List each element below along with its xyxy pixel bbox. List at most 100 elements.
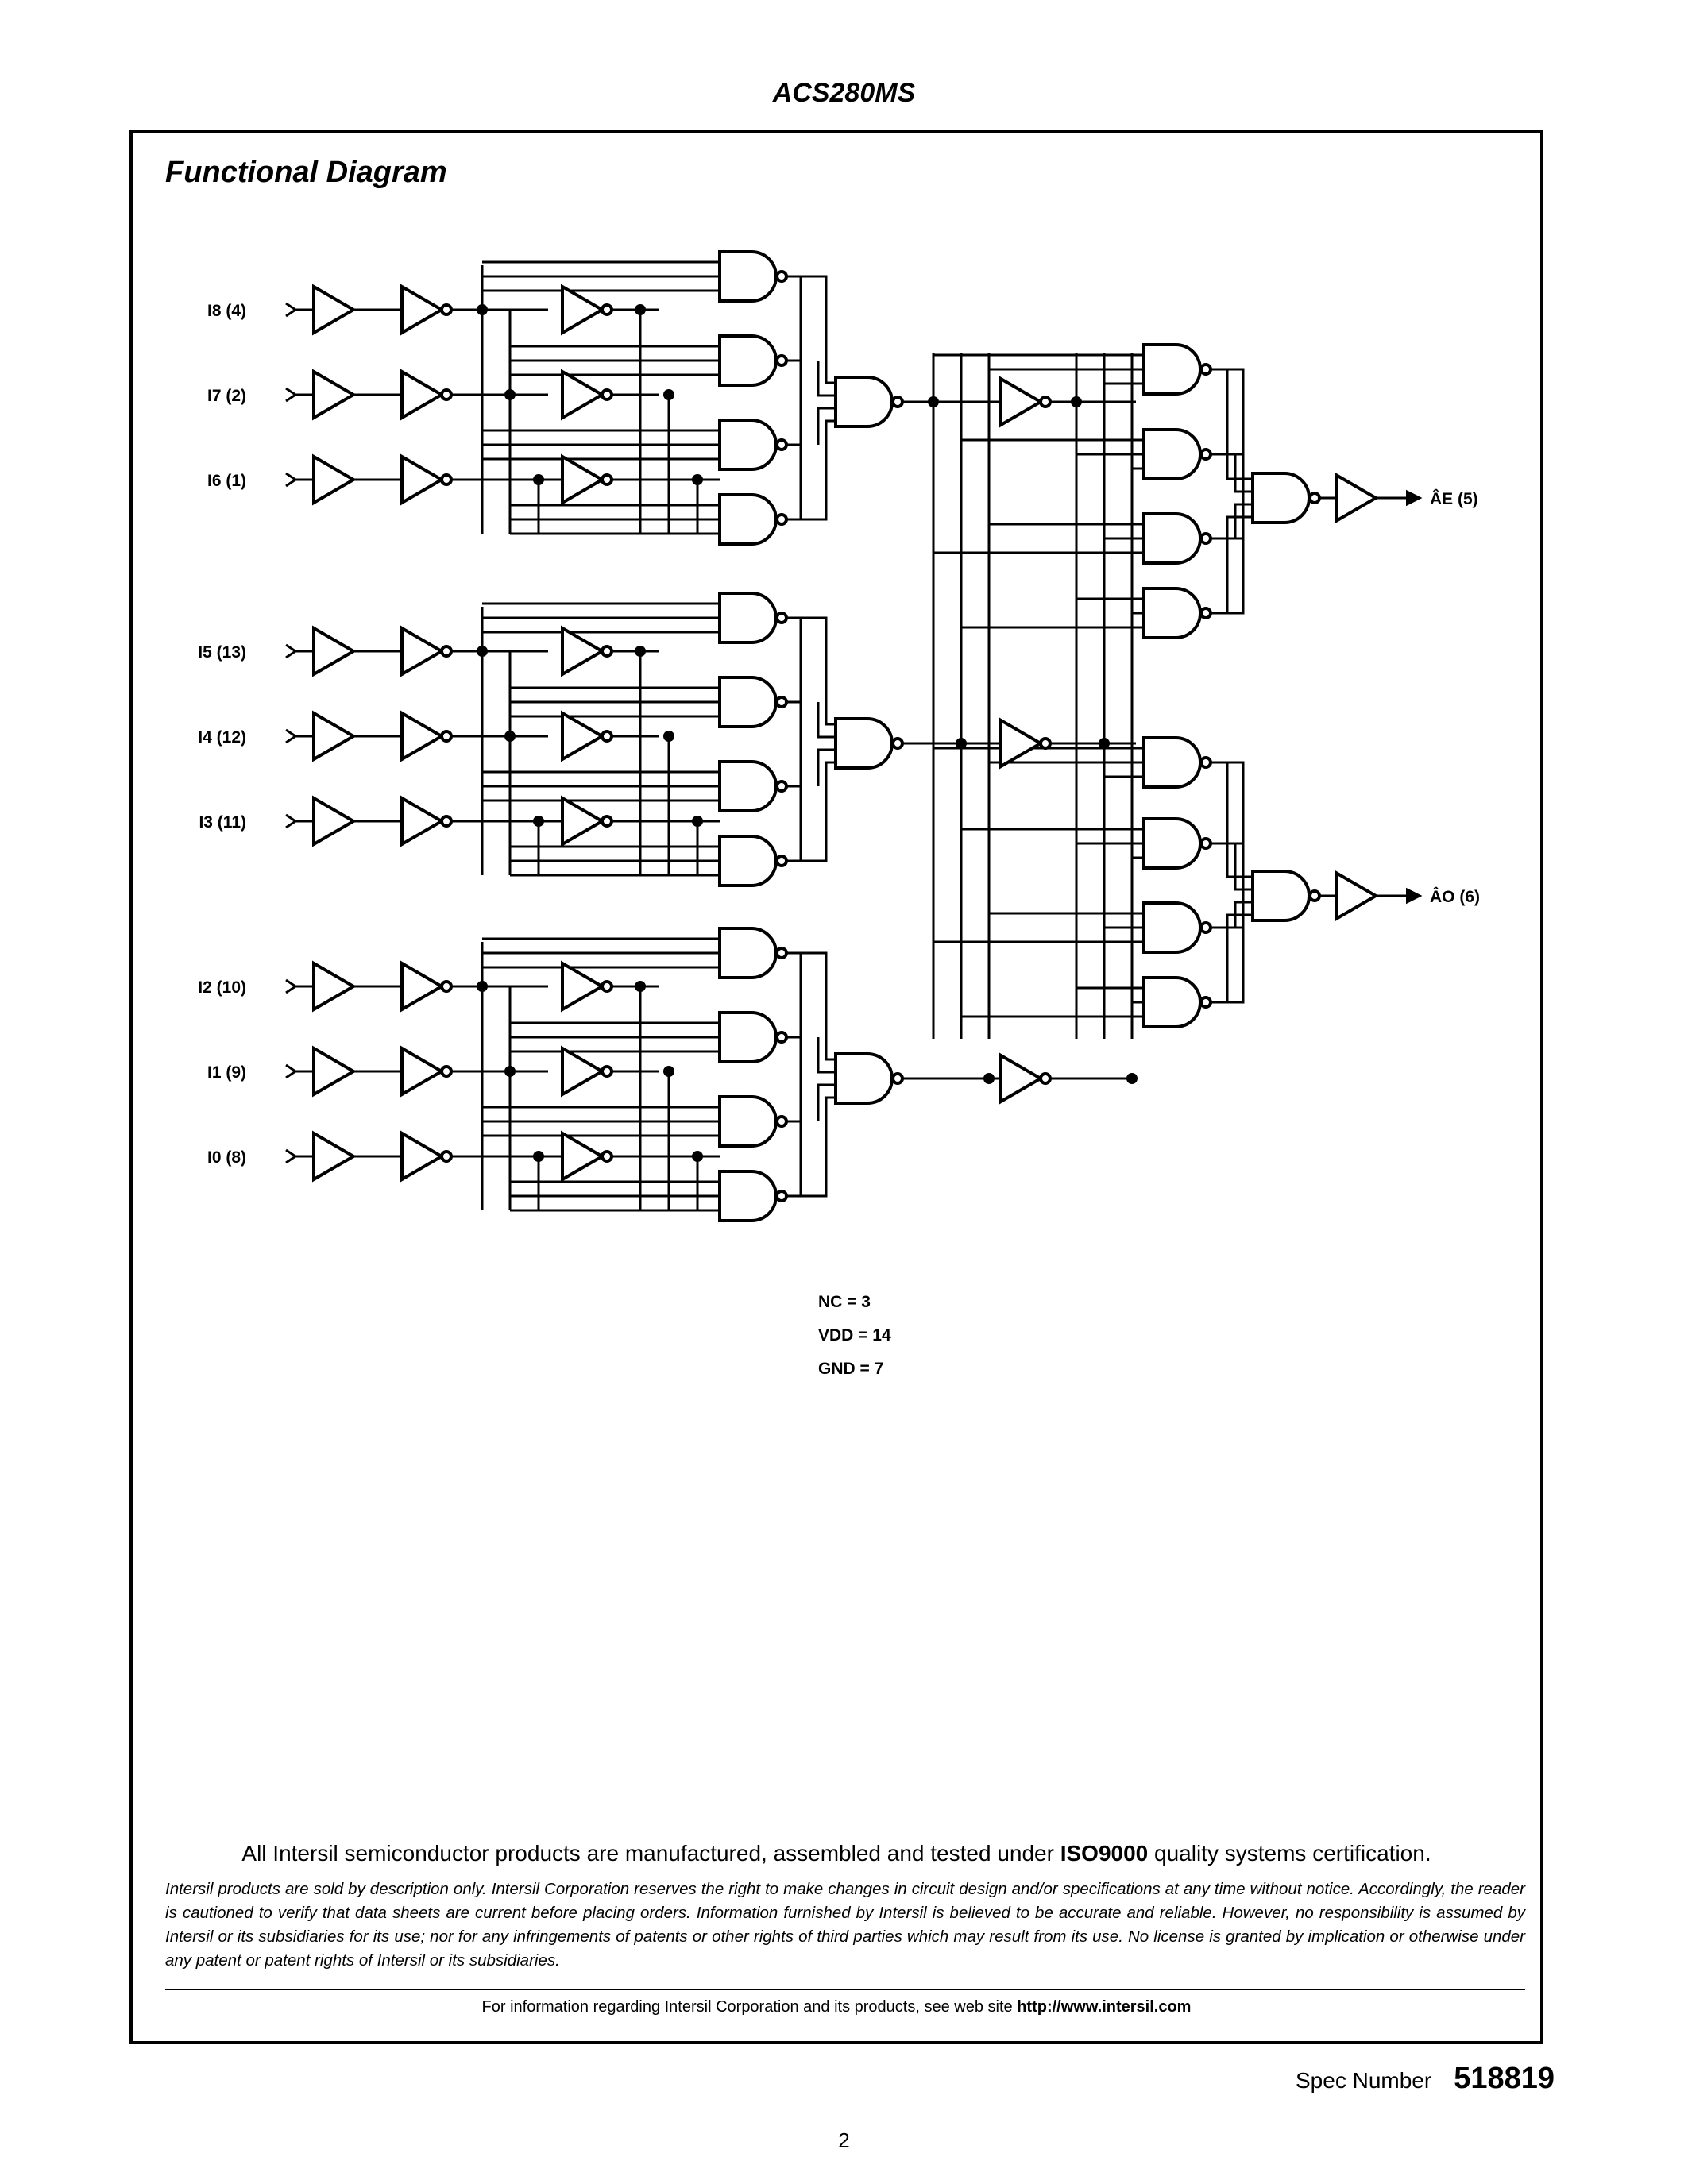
wire bbox=[1234, 843, 1253, 891]
junction-dot bbox=[663, 1066, 674, 1077]
wire bbox=[817, 702, 836, 739]
inversion-bubble bbox=[775, 696, 788, 708]
nand-gate bbox=[718, 334, 778, 387]
output-arrow bbox=[1406, 489, 1423, 507]
junction-dot bbox=[1099, 738, 1110, 749]
spec-number: 518819 bbox=[1454, 2062, 1555, 2095]
junction-dot bbox=[504, 389, 516, 400]
wire bbox=[1226, 762, 1253, 878]
web-url: http://www.intersil.com bbox=[1017, 1998, 1192, 2016]
wire bbox=[1234, 454, 1253, 493]
spec-label: Spec Number bbox=[1296, 2068, 1432, 2093]
input-buffer bbox=[312, 710, 357, 762]
inversion-bubble bbox=[775, 1190, 788, 1202]
wire bbox=[1211, 896, 1245, 1004]
group-nand-gate bbox=[834, 717, 894, 770]
inversion-bubble bbox=[440, 303, 453, 316]
nand-gate bbox=[718, 927, 778, 979]
output-arrow bbox=[1406, 887, 1423, 905]
inversion-bubble bbox=[601, 730, 613, 743]
input-buffer bbox=[312, 1130, 357, 1183]
inversion-bubble bbox=[440, 980, 453, 993]
junction-dots bbox=[477, 304, 1138, 1162]
input-label: I6 (1) bbox=[207, 472, 246, 490]
wire bbox=[801, 951, 836, 1061]
inversion-bubble bbox=[1308, 492, 1321, 504]
inversion-bubble bbox=[1199, 837, 1212, 850]
inverting-buffer bbox=[999, 376, 1044, 428]
pin-assignment: NC = 3 bbox=[818, 1293, 871, 1311]
inverting-buffer bbox=[561, 795, 605, 847]
input-arrow bbox=[285, 1148, 298, 1164]
inversion-bubble bbox=[440, 473, 453, 486]
nand-gate bbox=[718, 760, 778, 812]
output-nand-gate bbox=[1251, 472, 1311, 524]
wire bbox=[801, 1096, 836, 1198]
inverting-buffer bbox=[400, 795, 445, 847]
input-label: I0 (8) bbox=[207, 1148, 246, 1167]
junction-dot bbox=[928, 396, 939, 407]
wire bbox=[786, 743, 802, 862]
inversion-bubble bbox=[601, 815, 613, 828]
inverting-buffer bbox=[400, 960, 445, 1013]
inversion-bubble bbox=[775, 354, 788, 367]
inversion-bubble bbox=[440, 388, 453, 401]
wire bbox=[801, 761, 836, 862]
input-arrow bbox=[285, 978, 298, 994]
input-arrow bbox=[285, 643, 298, 659]
junction-dot bbox=[635, 981, 646, 992]
junction-dot bbox=[663, 731, 674, 742]
wire bbox=[786, 616, 802, 743]
input-buffer bbox=[312, 453, 357, 506]
junction-dot bbox=[956, 738, 967, 749]
output-label-even: ÂE (5) bbox=[1430, 489, 1478, 508]
inversion-bubble bbox=[775, 612, 788, 624]
nand-gate bbox=[1142, 901, 1202, 954]
wire bbox=[817, 407, 836, 445]
junction-dot bbox=[692, 816, 703, 827]
input-arrow bbox=[285, 302, 298, 318]
output-label-odd: ÂO (6) bbox=[1430, 887, 1480, 906]
inverting-buffer bbox=[561, 284, 605, 336]
nand-gate bbox=[718, 835, 778, 887]
nand-gate bbox=[1142, 587, 1202, 639]
inversion-bubble bbox=[1199, 921, 1212, 934]
inversion-bubble bbox=[1199, 532, 1212, 545]
inversion-bubble bbox=[1039, 396, 1052, 408]
inversion-bubble bbox=[775, 780, 788, 793]
wire bbox=[1234, 503, 1253, 538]
footer-divider bbox=[165, 1989, 1525, 1990]
junction-dot bbox=[533, 474, 544, 485]
inversion-bubble bbox=[775, 1115, 788, 1128]
inverting-buffer bbox=[561, 369, 605, 421]
pin-assignment: VDD = 14 bbox=[818, 1326, 891, 1345]
input-buffer bbox=[312, 625, 357, 677]
nand-gate bbox=[718, 592, 778, 644]
group-nand-gate bbox=[834, 1052, 894, 1105]
nand-gate bbox=[718, 493, 778, 546]
junction-dot bbox=[477, 981, 488, 992]
web-info: For information regarding Intersil Corpo… bbox=[129, 1998, 1543, 2016]
inversion-bubble bbox=[775, 513, 788, 526]
inversion-bubble bbox=[1199, 363, 1212, 376]
nand-gate bbox=[1142, 512, 1202, 565]
input-arrow bbox=[285, 1063, 298, 1079]
inversion-bubble bbox=[601, 303, 613, 316]
input-label: I1 (9) bbox=[207, 1063, 246, 1082]
section-title: Functional Diagram bbox=[165, 156, 447, 189]
junction-dot bbox=[635, 646, 646, 657]
inversion-bubble bbox=[601, 1065, 613, 1078]
junction-dot bbox=[477, 646, 488, 657]
input-buffer bbox=[312, 284, 357, 336]
wire bbox=[786, 700, 802, 743]
inversion-bubble bbox=[1039, 737, 1052, 750]
junction-dot bbox=[1071, 396, 1082, 407]
wire bbox=[817, 361, 836, 397]
inverting-buffer bbox=[400, 284, 445, 336]
inversion-bubble bbox=[601, 980, 613, 993]
nand-gate bbox=[718, 1011, 778, 1063]
output-buffer bbox=[1335, 472, 1379, 524]
inverting-buffer bbox=[561, 1045, 605, 1098]
inversion-bubble bbox=[1199, 607, 1212, 619]
wire bbox=[786, 275, 802, 402]
